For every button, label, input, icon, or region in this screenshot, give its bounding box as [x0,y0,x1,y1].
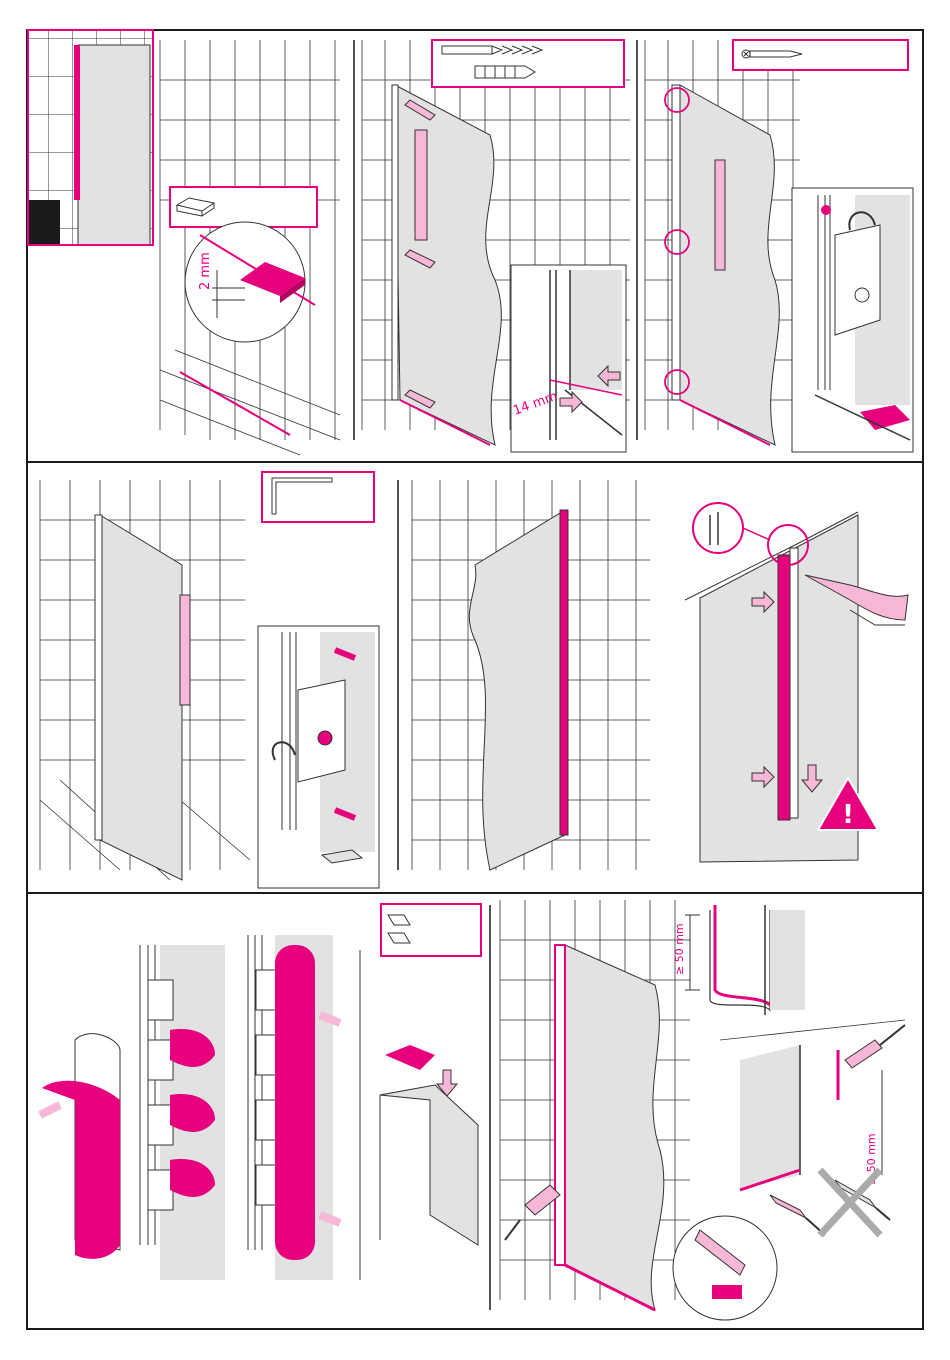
min-50mm-top-label: ≥ 50 mm [673,923,686,975]
panel-mounted-glass [412,480,650,870]
gap-2mm-label: 2 mm [198,252,213,290]
warning-mark: ! [842,800,854,830]
panel-adjust-allen [40,472,379,888]
panel-overview [28,30,153,245]
panel-cover-strips [40,904,481,1280]
panel-fix-profile [645,40,913,452]
end-cap-legend-box [381,904,481,956]
detail-magnifier-icon [673,1216,777,1320]
direction-arrow-icon [40,1105,60,1115]
panel-mark-drill: 14 mm [362,40,630,452]
panel-spacer-gap: 2 mm [160,40,340,455]
panel-silicone-seal: ≥ 50 mm ≥ 50 mm [500,900,905,1320]
panel-cut-profile: ! [685,503,908,862]
